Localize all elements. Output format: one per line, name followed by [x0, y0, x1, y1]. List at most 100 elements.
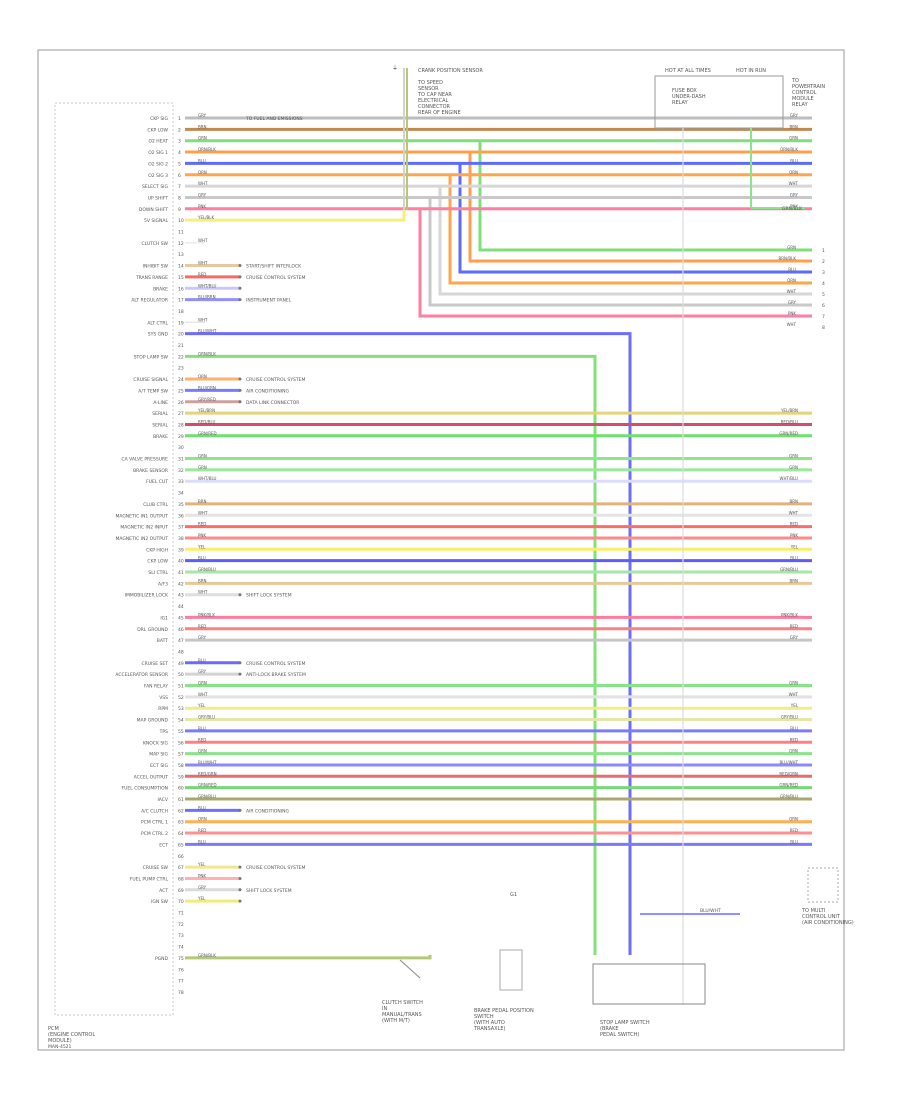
pin-number: 36	[178, 513, 184, 519]
pin-label: IACV	[157, 797, 168, 803]
wire-code: PNK	[198, 873, 206, 878]
wire-code: GRY/BLU	[198, 715, 215, 720]
pin-number: 74	[178, 945, 184, 951]
wire-code: YEL	[197, 862, 206, 867]
wire-code-right: GRN	[789, 136, 798, 141]
wire-code: ORN	[198, 374, 207, 379]
wire-note: ANTI-LOCK BRAKE SYSTEM	[246, 672, 306, 678]
splice-dot	[238, 593, 242, 597]
pin-number: 24	[178, 377, 184, 383]
pin-label: INHIBIT SW	[143, 264, 169, 270]
pin-number: 23	[178, 366, 184, 372]
splice-dot	[238, 286, 242, 290]
wire-code-right: BLU	[790, 158, 798, 163]
sensor-icon: ⏚	[392, 65, 398, 72]
pin-number: 73	[178, 933, 184, 939]
pin-number: 34	[178, 491, 184, 497]
wire	[185, 354, 597, 955]
pin-label: A/T TEMP SW	[138, 388, 168, 394]
pin-number: 41	[178, 570, 184, 576]
pin-label: MAP SIG	[149, 752, 168, 758]
wire	[185, 332, 632, 955]
wire-code: BLU/GRN	[198, 385, 216, 390]
pin-number: 65	[178, 842, 184, 848]
pin-number: 33	[178, 479, 184, 485]
wire-code-right: YEL	[790, 703, 799, 708]
wire-code: BLU	[198, 726, 206, 731]
wire-code: BRN	[198, 124, 207, 129]
pin-number: 29	[178, 434, 184, 440]
pin-label: A/C CLUTCH	[141, 808, 168, 814]
wire-code-right: RED	[790, 737, 798, 742]
wire-branch	[458, 163, 812, 274]
sensor-title: CRANK POSITION SENSOR	[418, 68, 483, 74]
wire-code: ORN/BLK	[198, 147, 216, 152]
pin-label: FAN RELAY	[144, 684, 168, 690]
wire-code: BRN	[198, 578, 207, 583]
pin-label: DOWN SHIFT	[139, 207, 168, 213]
footer-code: MAN-4521	[48, 1044, 72, 1050]
pin-label: CLUTCH SW	[142, 241, 169, 247]
right-pin-number: 7	[822, 314, 825, 320]
pin-label: O2 SIG 2	[148, 161, 168, 167]
right-pin-code: GRN	[787, 245, 796, 250]
wire	[185, 210, 406, 222]
pin-label: CKP LOW	[147, 127, 168, 133]
wire-code: GRY	[198, 885, 207, 890]
pin-label: CLUB CTRL	[143, 502, 168, 508]
wire-code: WHT	[198, 692, 208, 697]
wire-code-right: BRN	[789, 578, 798, 583]
wire-code-right: GRN	[789, 749, 798, 754]
pin-number: 46	[178, 627, 184, 633]
wire-code: YEL	[197, 703, 206, 708]
pin-number: 26	[178, 400, 184, 406]
wire-code-right: GRN	[789, 681, 798, 686]
pin-label: SERIAL	[152, 422, 168, 428]
pin-number: 32	[178, 468, 184, 474]
pin-number: 13	[178, 252, 184, 258]
pin-number: 53	[178, 706, 184, 712]
relay-left-label: HOT AT ALL TIMES	[665, 68, 711, 74]
pin-label: MAGNETIC IN1 OUTPUT	[115, 513, 168, 519]
splice-dot	[238, 388, 242, 392]
pin-label: MAGNETIC IN2 OUTPUT	[115, 536, 168, 542]
pin-number: 51	[178, 684, 184, 690]
pin-label: IMMOBILIZER LOCK	[125, 593, 169, 599]
right-pin-number: 4	[822, 281, 825, 287]
pin-number: 2	[178, 127, 181, 133]
pin-number: 57	[178, 752, 184, 758]
wire-code: WHT	[198, 510, 208, 515]
splice-dot	[238, 672, 242, 676]
pin-number: 43	[178, 593, 184, 599]
splice-dot	[238, 661, 242, 665]
wire-code-right: WHT	[789, 692, 799, 697]
pin-label: FUEL CUT	[146, 479, 168, 485]
wire-code-right: GRY	[790, 192, 799, 197]
pin-label: CKP HIGH	[146, 547, 168, 553]
right-pin-number: 5	[822, 292, 825, 298]
right-pin-number: 3	[822, 270, 825, 276]
wire-note: INSTRUMENT PANEL	[246, 298, 292, 304]
pin-label: CRUISE SET	[142, 661, 169, 667]
wire-code-right: GRY	[790, 113, 799, 118]
pin-number: 54	[178, 718, 184, 724]
wire-code: BLU	[198, 556, 206, 561]
wire-code: GRN	[198, 136, 207, 141]
pin-number: 47	[178, 638, 184, 644]
wire-code: YEL	[197, 544, 206, 549]
pin-number: 39	[178, 547, 184, 553]
pin-label: KNOCK SIG	[143, 740, 169, 746]
pin-number: 48	[178, 649, 184, 655]
right-pin-number: 1	[822, 248, 825, 254]
pin-label: TRANS RANGE	[135, 275, 168, 281]
pin-number: 61	[178, 797, 184, 803]
pin-number: 27	[178, 411, 184, 417]
pin-number: 31	[178, 457, 184, 463]
pin-label: VSS	[159, 695, 168, 701]
wire-code-right: BRN	[789, 124, 798, 129]
